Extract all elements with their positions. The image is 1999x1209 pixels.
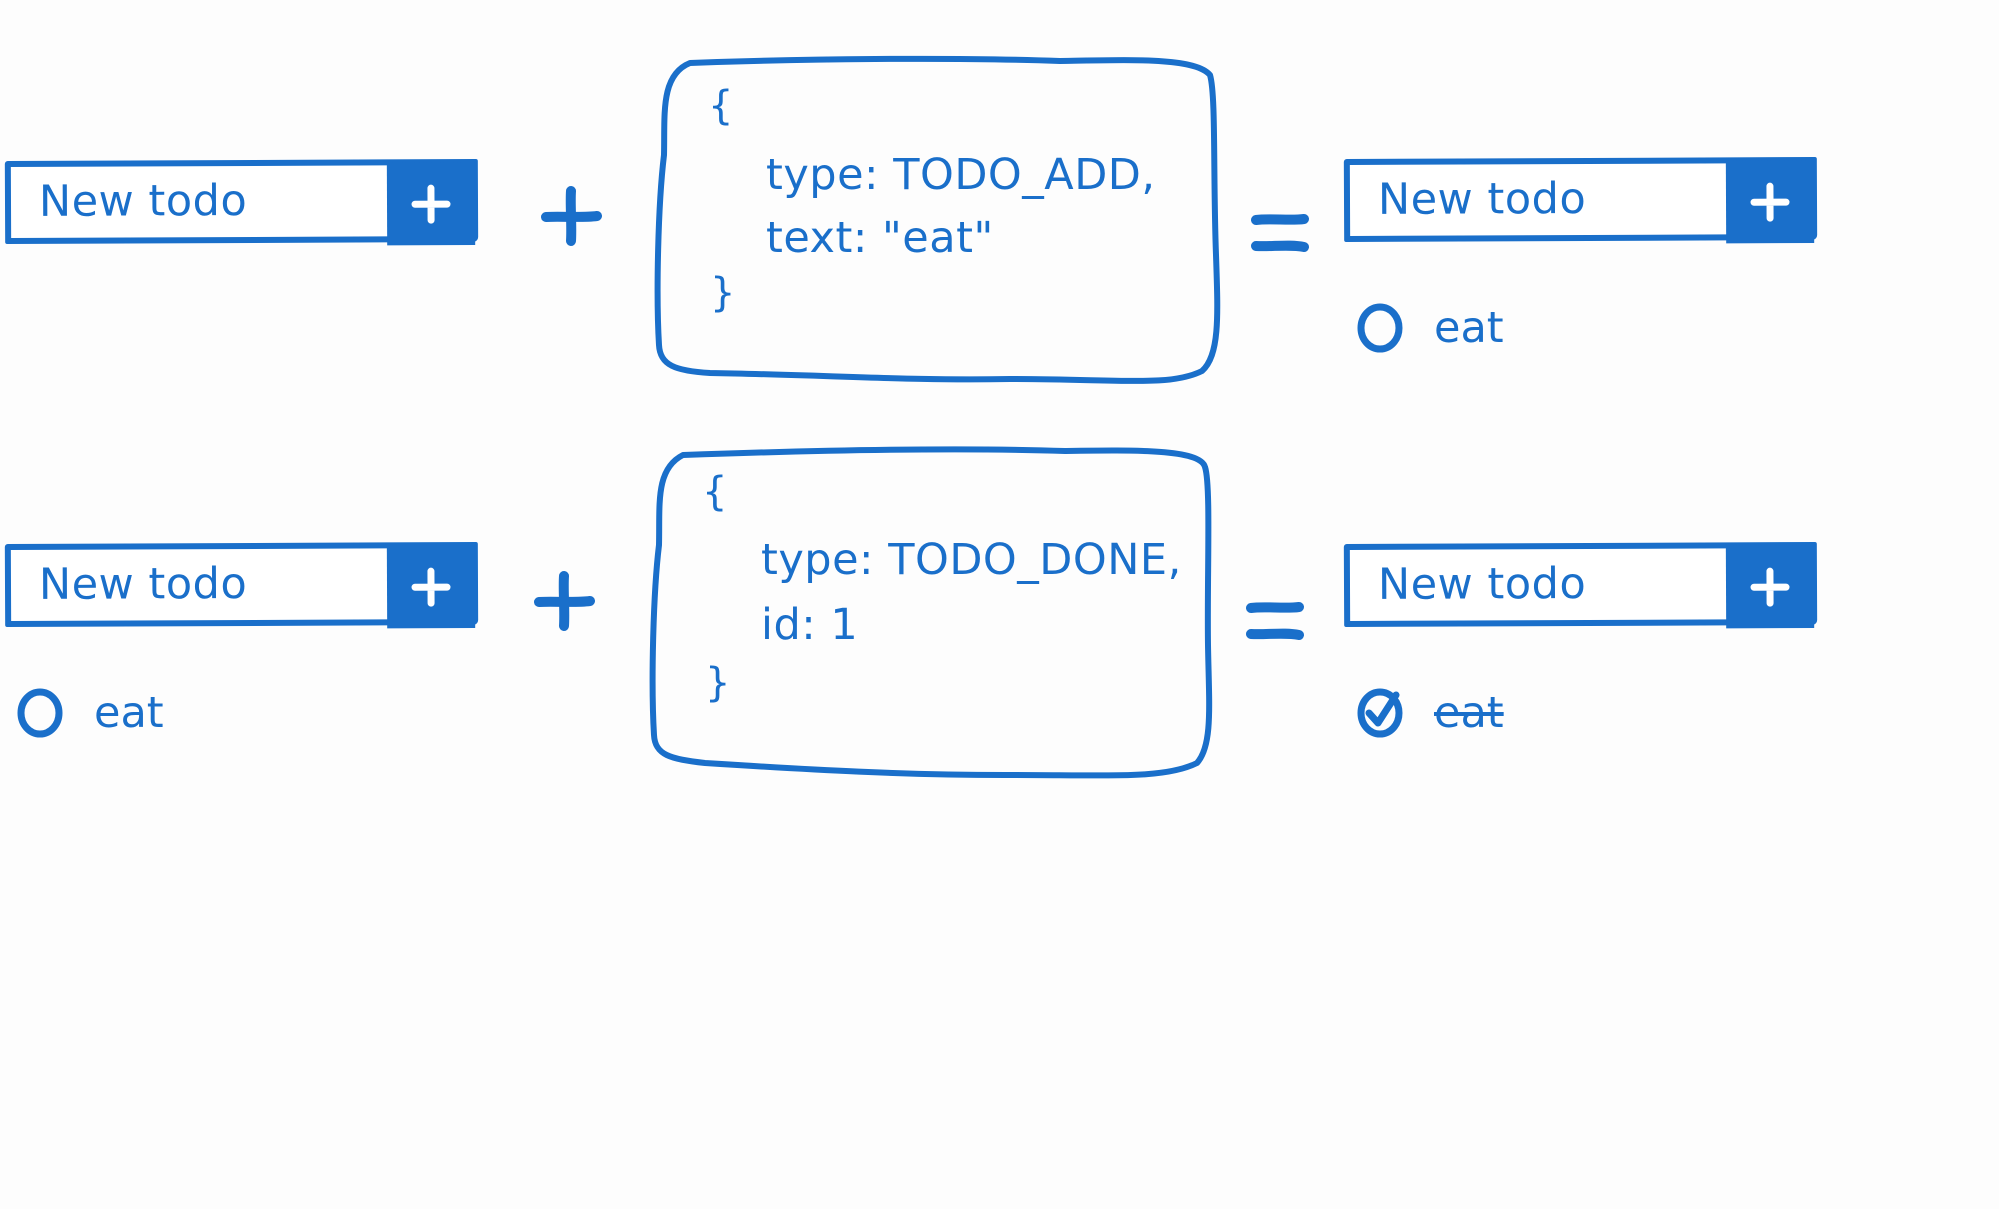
plus-icon [411,567,451,607]
close-brace: } [705,660,731,706]
equals-operator [1246,602,1304,640]
row2-before-todo-form: New todo [4,541,479,629]
action-type-line: type: TODO_ADD, [766,150,1156,200]
action-payload-line: id: 1 [761,600,859,650]
new-todo-input[interactable]: New todo [38,175,248,227]
todo-item-text: eat [1434,688,1504,738]
add-todo-button[interactable] [1725,544,1815,629]
todo-item-text: eat [1434,303,1504,353]
add-todo-button[interactable] [386,161,476,246]
row1-before-todo-form: New todo [4,158,479,246]
new-todo-input[interactable]: New todo [1377,558,1587,610]
action-payload-line: text: "eat" [766,213,994,263]
action-frame [654,55,1221,384]
row2-after-todo-form: New todo [1343,541,1818,629]
add-todo-button[interactable] [386,544,476,629]
circle-icon[interactable] [1354,300,1406,356]
new-todo-input[interactable]: New todo [38,558,248,610]
plus-operator [534,571,595,631]
todo-item-text: eat [94,688,164,738]
row1-after-todo-form: New todo [1343,156,1818,244]
plus-icon [411,184,451,224]
row2-action-object: { type: TODO_DONE, id: 1 } [645,445,1215,780]
checked-circle-icon[interactable] [1354,685,1406,741]
new-todo-input[interactable]: New todo [1377,173,1587,225]
close-brace: } [710,270,736,316]
circle-icon[interactable] [14,685,66,741]
row1-action-object: { type: TODO_ADD, text: "eat" } [650,55,1221,385]
plus-icon [1750,182,1790,222]
open-brace: { [708,83,734,129]
equals-operator [1251,214,1309,252]
plus-icon [1750,567,1790,607]
add-todo-button[interactable] [1725,159,1815,244]
plus-operator [541,186,602,246]
action-type-line: type: TODO_DONE, [761,535,1182,585]
action-frame [649,446,1213,779]
open-brace: { [702,469,728,515]
